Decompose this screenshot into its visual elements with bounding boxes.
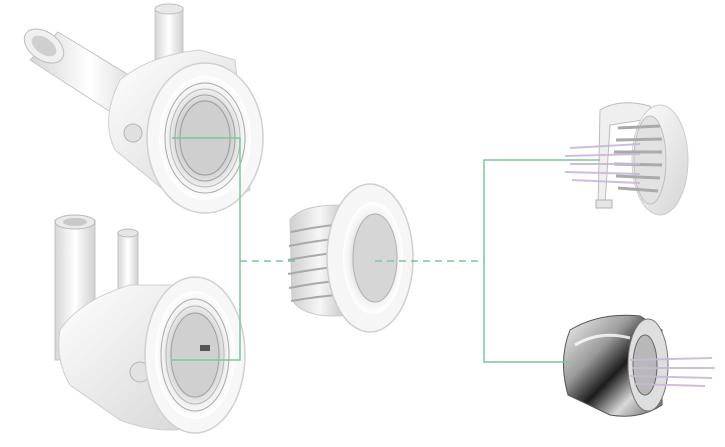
connector-lines xyxy=(172,137,600,363)
threaded-wall-fitting xyxy=(287,183,414,333)
vertical-body-flange xyxy=(144,276,246,434)
white-nozzle xyxy=(564,102,689,216)
connector-top-body xyxy=(172,137,241,361)
chrome-nozzle-water-spray xyxy=(629,357,715,387)
side-port xyxy=(123,123,143,143)
fitting-flange xyxy=(326,183,414,333)
jet-body-vertical xyxy=(54,214,246,434)
jet-body-angled xyxy=(23,3,264,214)
white-nozzle-water-spray xyxy=(564,143,641,184)
connector-nozzles xyxy=(483,159,600,363)
chrome-nozzle xyxy=(562,314,715,417)
